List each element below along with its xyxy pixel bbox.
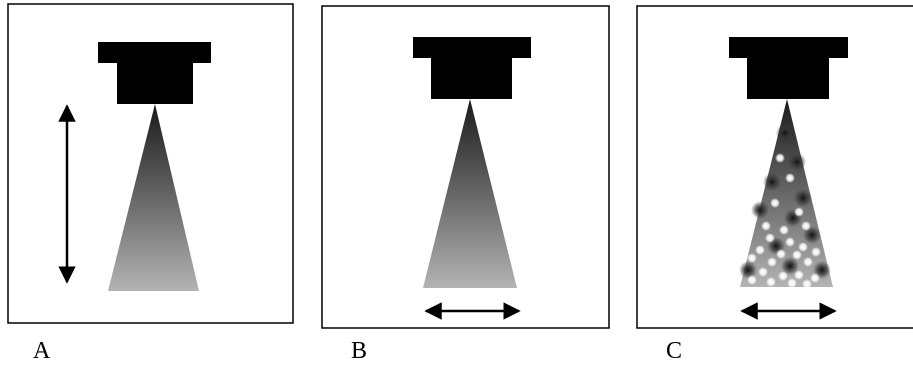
light-particle-icon [775,153,785,163]
panel-label-a: A [33,338,51,364]
light-particle-icon [787,278,797,288]
panel-c: C [636,5,913,364]
spray-cone-icon [423,99,517,288]
dark-particle-icon [781,257,799,275]
light-particle-icon [770,198,780,208]
nozzle-icon [729,37,848,99]
light-particle-icon [792,250,802,260]
light-particle-icon [803,257,813,267]
dark-particle-icon [776,124,794,142]
dark-particle-icon [739,261,757,279]
panel-label-b: B [351,338,367,364]
light-particle-icon [765,233,775,243]
light-particle-icon [758,267,768,277]
light-particle-icon [794,270,804,280]
light-particle-icon [785,173,795,183]
light-particle-icon [811,247,821,257]
spray-cone-icon [108,104,199,291]
dark-particle-icon [751,201,769,219]
light-particle-icon [755,245,765,255]
light-particle-icon [747,253,757,263]
dark-particle-icon [763,173,781,191]
light-particle-icon [766,277,776,287]
dark-particle-icon [794,189,812,207]
light-particle-icon [779,225,789,235]
light-particle-icon [761,221,771,231]
nozzle-icon [98,42,211,104]
light-particle-icon [778,271,788,281]
light-particle-icon [785,237,795,247]
light-particle-icon [794,207,804,217]
light-particle-icon [776,249,786,259]
light-particle-icon [802,279,812,289]
light-particle-icon [801,221,811,231]
light-particle-icon [810,273,820,283]
light-particle-icon [798,242,808,252]
panel-b: B [321,5,610,364]
panel-a: A [7,3,294,364]
dark-particle-icon [788,153,806,171]
panel-label-c: C [666,338,682,364]
particle-field [739,124,831,289]
light-particle-icon [767,257,777,267]
light-particle-icon [747,275,757,285]
nozzle-icon [413,37,531,99]
